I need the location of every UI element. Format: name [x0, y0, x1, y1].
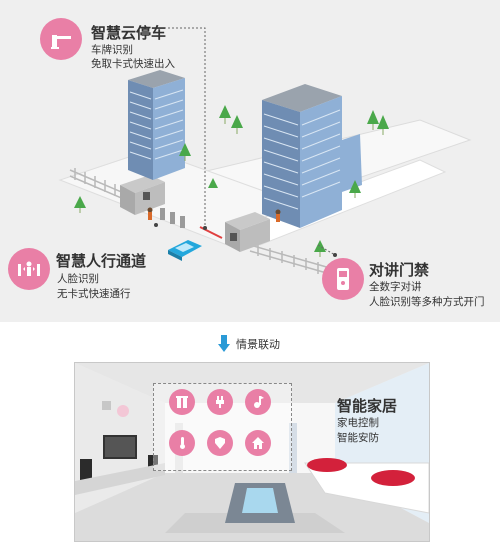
- parking-line-2: 免取卡式快速出入: [91, 58, 175, 70]
- intercom-title: 对讲门禁: [369, 261, 430, 279]
- pedestrian-line-2: 无卡式快速通行: [57, 288, 131, 300]
- turnstiles: [160, 208, 185, 228]
- car: [168, 240, 202, 261]
- parking-title: 智慧云停车: [91, 24, 167, 42]
- smart-home-line-2: 智能安防: [337, 432, 379, 444]
- parking-gate-icon: [40, 18, 82, 60]
- pedestrian-line-1: 人脸识别: [57, 273, 99, 285]
- building-right: [262, 84, 362, 228]
- pedestrian-title: 智慧人行通道: [56, 252, 147, 270]
- trees: [74, 105, 389, 257]
- smart-home-scene: [74, 362, 430, 542]
- curtain-icon[interactable]: [169, 389, 195, 415]
- pedestrian-gate-icon: [8, 248, 50, 290]
- music-icon[interactable]: [245, 389, 271, 415]
- smart-home-title: 智能家居: [337, 397, 398, 415]
- intercom-line-1: 全数字对讲: [369, 281, 422, 293]
- people: [147, 207, 281, 222]
- gatehouse-right: [225, 212, 270, 252]
- community-illustration: [58, 27, 472, 275]
- intercom-line-2: 人脸识别等多种方式开门: [369, 296, 485, 308]
- community-scene: 智慧云停车 车牌识别 免取卡式快速出入 智慧人行通道 人脸识别 无卡式快速通行 …: [0, 0, 500, 322]
- shield-icon[interactable]: [207, 430, 233, 456]
- arrow-down-icon: [218, 335, 230, 357]
- plug-icon[interactable]: [207, 389, 233, 415]
- smart-home-line-1: 家电控制: [337, 417, 379, 429]
- fence-right: [249, 244, 331, 275]
- home-icon[interactable]: [245, 430, 271, 456]
- linkage-label: 情景联动: [236, 338, 280, 351]
- living-room-illustration: [75, 363, 429, 541]
- parking-line-1: 车牌识别: [91, 44, 133, 56]
- connector-lines: [140, 27, 336, 256]
- intercom-panel-icon: [322, 258, 364, 300]
- building-left: [128, 70, 185, 180]
- thermometer-icon[interactable]: [169, 430, 195, 456]
